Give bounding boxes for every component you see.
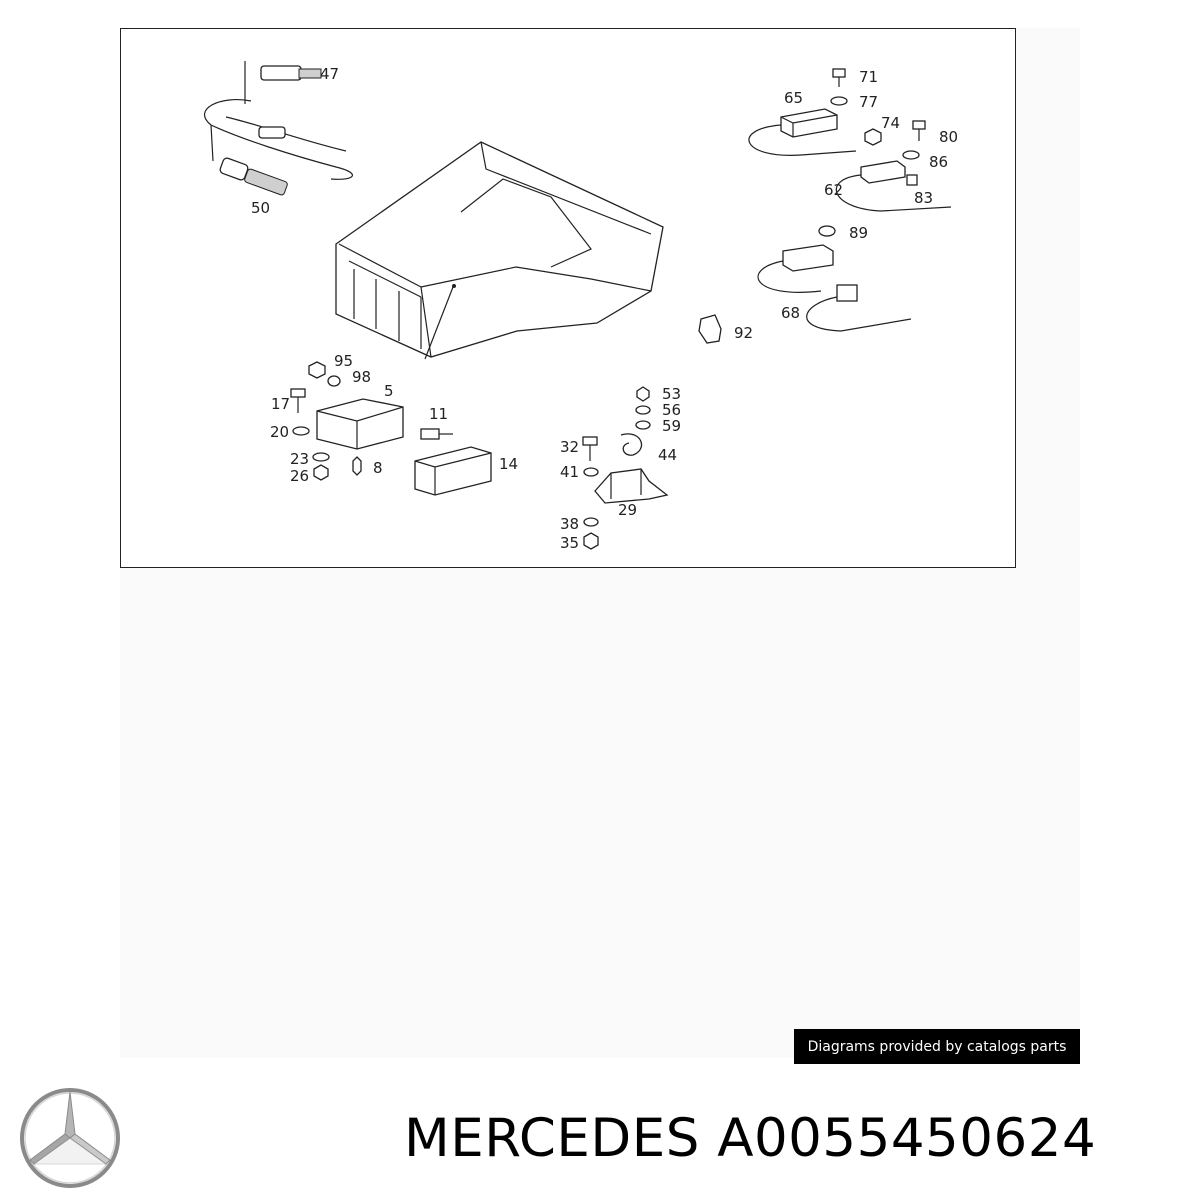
callout-14: 14 [499, 455, 518, 473]
callout-23: 23 [290, 450, 309, 468]
callout-74: 74 [881, 114, 900, 132]
callout-53: 53 [662, 385, 681, 403]
callout-71: 71 [859, 68, 878, 86]
callout-38: 38 [560, 515, 579, 533]
left-fasteners-drawing [290, 361, 362, 481]
callout-35: 35 [560, 534, 579, 552]
callout-11: 11 [429, 405, 448, 423]
callout-17: 17 [271, 395, 290, 413]
callout-20: 20 [270, 423, 289, 441]
credit-banner: Diagrams provided by catalogs parts [794, 1029, 1080, 1064]
callout-65: 65 [784, 89, 803, 107]
part-title: MERCEDES A0055450624 [404, 1108, 1194, 1169]
callout-98: 98 [352, 368, 371, 386]
callout-8: 8 [373, 459, 383, 477]
callout-47: 47 [320, 65, 339, 83]
callout-56: 56 [662, 401, 681, 419]
callout-44: 44 [658, 446, 677, 464]
callout-32: 32 [560, 438, 579, 456]
callout-41: 41 [560, 463, 579, 481]
callout-83: 83 [914, 189, 933, 207]
callout-29: 29 [618, 501, 637, 519]
callout-92: 92 [734, 324, 753, 342]
part-number: A0055450624 [717, 1108, 1097, 1169]
right-sensors-drawing [748, 68, 952, 212]
callout-62: 62 [824, 181, 843, 199]
right-lower-units-drawing [698, 225, 912, 344]
credit-text: Diagrams provided by catalogs parts [807, 1038, 1067, 1055]
parts-diagram: 47 50 5 95 98 17 20 23 26 8 11 14 71 65 … [120, 28, 1016, 568]
callout-26: 26 [290, 467, 309, 485]
sensor-harness-drawing [204, 61, 353, 196]
callout-77: 77 [859, 93, 878, 111]
callout-68: 68 [781, 304, 800, 322]
callout-89: 89 [849, 224, 868, 242]
callout-59: 59 [662, 417, 681, 435]
control-units-drawing [316, 398, 492, 496]
callout-50: 50 [251, 199, 270, 217]
callout-95: 95 [334, 352, 353, 370]
parts-diagram-drawing: 47 50 5 95 98 17 20 23 26 8 11 14 71 65 … [204, 61, 958, 552]
callout-5: 5 [384, 382, 394, 400]
callout-86: 86 [929, 153, 948, 171]
callout-80: 80 [939, 128, 958, 146]
callout-labels: 47 50 5 95 98 17 20 23 26 8 11 14 71 65 … [251, 65, 958, 552]
front-body-tub-drawing [335, 141, 664, 360]
brand-name: MERCEDES [404, 1108, 700, 1169]
middle-bracket-drawing [582, 386, 669, 550]
mercedes-star-logo-icon [20, 1088, 120, 1188]
